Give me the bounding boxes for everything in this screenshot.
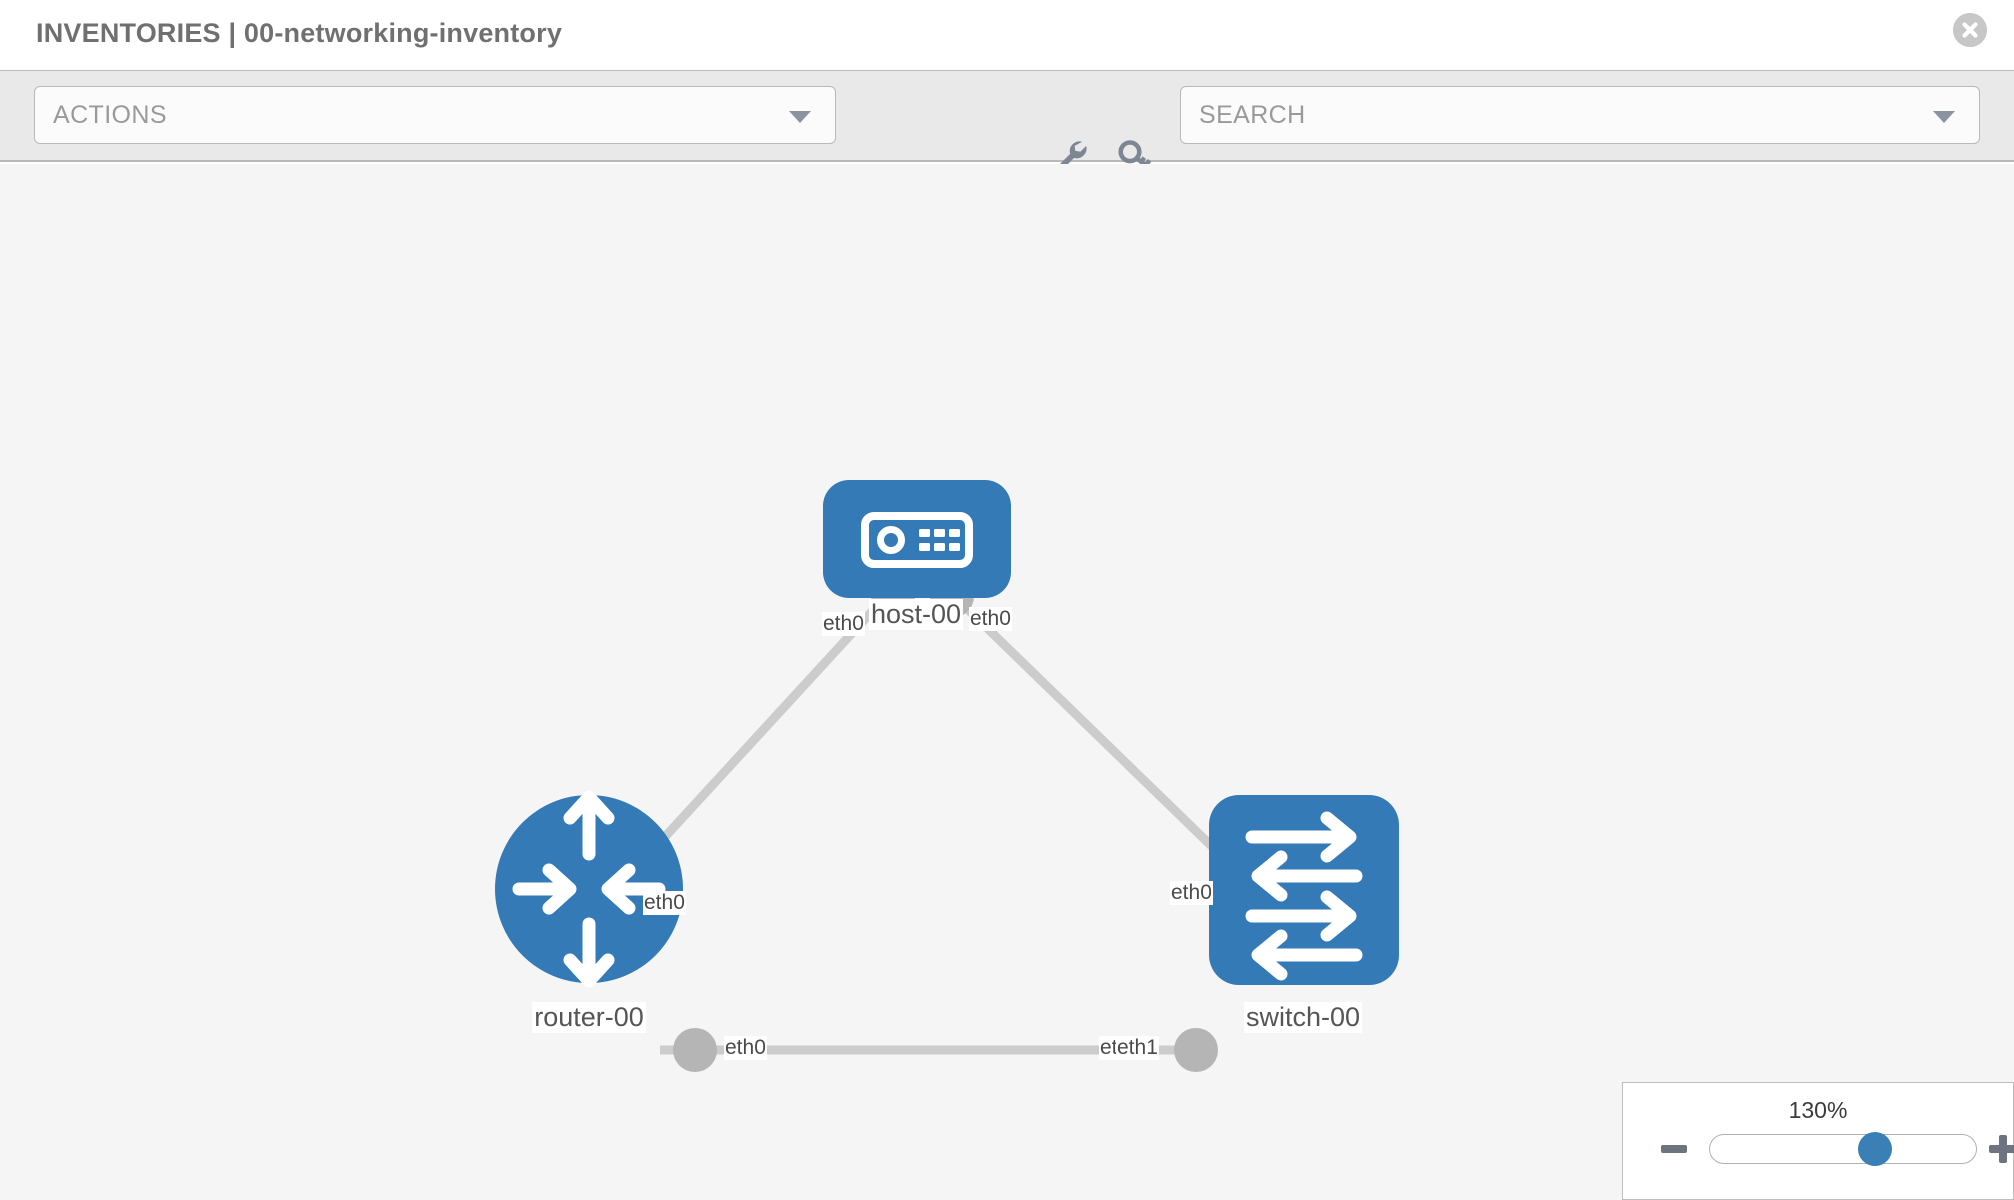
node-host-00 bbox=[823, 480, 1011, 598]
link-host-switch bbox=[948, 590, 1234, 868]
chevron-down-icon bbox=[1933, 111, 1955, 123]
node-router-00 bbox=[495, 790, 683, 988]
zoom-control-panel: 130% bbox=[1622, 1082, 2014, 1200]
node-switch-00 bbox=[1209, 795, 1399, 985]
node-label-router-00: router-00 bbox=[532, 1002, 646, 1033]
switch-arrows-icon bbox=[1245, 811, 1363, 981]
port-label-switch-eth0-up: eth0 bbox=[1170, 881, 1213, 905]
actions-dropdown-label: ACTIONS bbox=[53, 101, 167, 129]
router-arrows-icon bbox=[512, 790, 666, 988]
zoom-slider[interactable] bbox=[1709, 1132, 1977, 1166]
search-placeholder: SEARCH bbox=[1199, 101, 1306, 129]
port-label-router-eth0-right: eth0 bbox=[724, 1036, 767, 1060]
connector-router-right bbox=[673, 1028, 717, 1072]
node-label-host-00: host-00 bbox=[868, 599, 964, 630]
port-label-switch-eth1-left: eth1 bbox=[1116, 1036, 1159, 1060]
topology-links bbox=[636, 590, 1234, 1055]
topology-connectors bbox=[673, 574, 1254, 1072]
actions-dropdown[interactable]: ACTIONS bbox=[34, 86, 836, 144]
minus-icon[interactable] bbox=[1661, 1145, 1687, 1153]
search-input[interactable]: SEARCH bbox=[1180, 86, 1980, 144]
connector-switch-left bbox=[1174, 1028, 1218, 1072]
chevron-down-icon bbox=[789, 111, 811, 123]
close-icon[interactable] bbox=[1953, 13, 1987, 47]
server-appliance-icon bbox=[861, 512, 973, 568]
zoom-level-value: 130% bbox=[1788, 1097, 1848, 1123]
plus-icon[interactable] bbox=[1989, 1135, 2014, 1163]
topology-canvas[interactable]: host-00 router-00 switch-00 eth0 eth0 et… bbox=[0, 164, 2014, 1200]
port-label-host-eth0-right: eth0 bbox=[969, 607, 1012, 631]
topology-graph bbox=[495, 480, 1399, 1072]
link-host-router bbox=[636, 590, 892, 868]
port-label-host-eth0-left: eth0 bbox=[822, 612, 865, 636]
port-label-router-eth0-up: eth0 bbox=[643, 891, 686, 915]
toolbar: ACTIONS SEARCH bbox=[0, 70, 2014, 176]
page-title: INVENTORIES | 00-networking-inventory bbox=[36, 18, 563, 48]
zoom-slider-thumb[interactable] bbox=[1857, 1132, 1892, 1166]
page-header: INVENTORIES | 00-networking-inventory bbox=[0, 0, 2014, 70]
node-label-switch-00: switch-00 bbox=[1243, 1002, 1363, 1033]
